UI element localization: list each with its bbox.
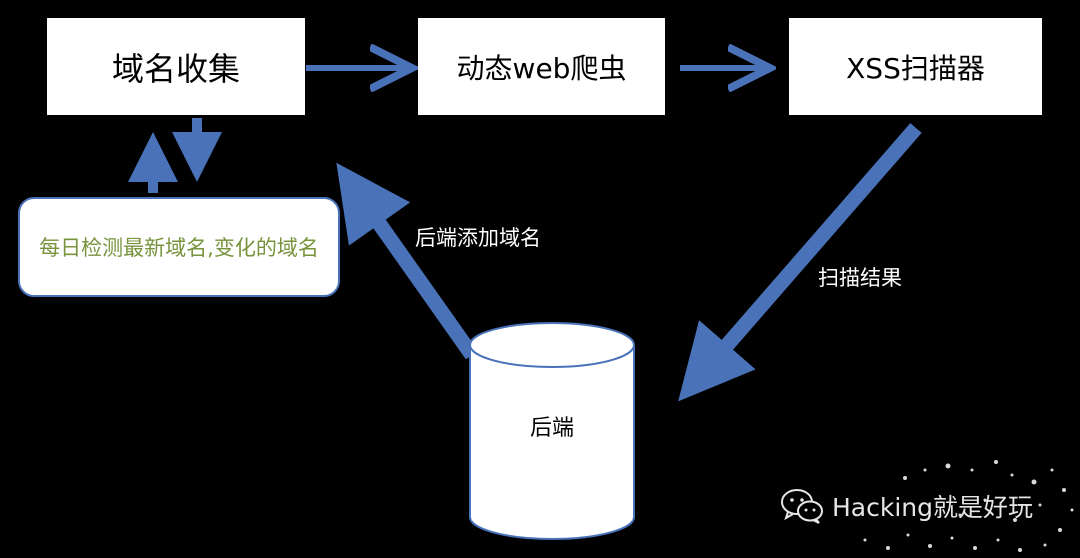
backend-add-domain-label: 后端添加域名	[415, 226, 541, 250]
domain-collection-label: 域名收集	[111, 49, 240, 88]
xss-scanner-node: XSS扫描器	[789, 18, 1042, 115]
dynamic-crawler-node: 动态web爬虫	[418, 18, 665, 115]
arrow-backend-to-domain	[336, 162, 479, 360]
dynamic-crawler-label: 动态web爬虫	[456, 51, 627, 85]
wechat-icon	[781, 489, 823, 524]
daily-monitor-node: 每日检测最新域名,变化的域名	[18, 197, 340, 297]
arrow-xss-to-backend	[678, 123, 922, 402]
xss-scanner-label: XSS扫描器	[846, 51, 985, 85]
backend-cylinder	[469, 322, 635, 540]
backend-label: 后端	[529, 416, 574, 441]
decorative-speckle	[863, 460, 1074, 552]
domain-collection-node: 域名收集	[47, 18, 305, 115]
daily-monitor-label: 每日检测最新域名,变化的域名	[39, 236, 319, 260]
scan-result-label: 扫描结果	[818, 266, 902, 290]
watermark-text: Hacking就是好玩	[832, 493, 1034, 522]
watermark: Hacking就是好玩	[780, 488, 1033, 524]
